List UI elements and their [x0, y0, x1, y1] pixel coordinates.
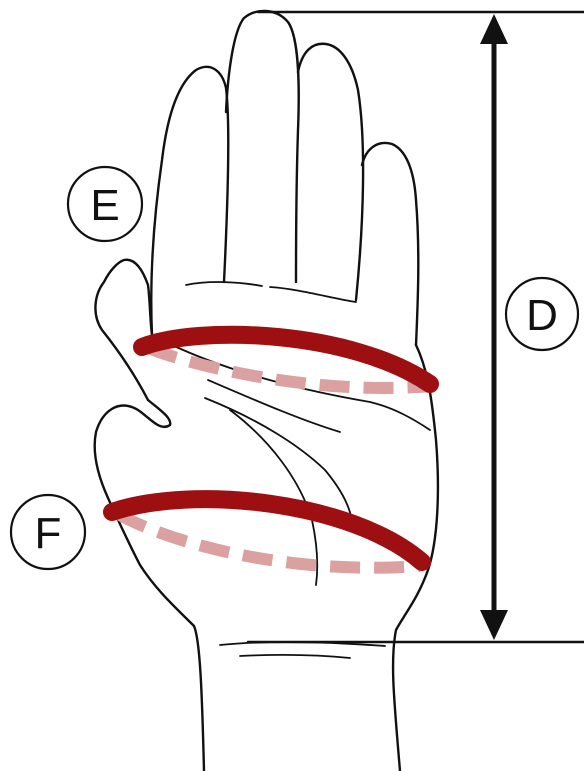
label-palm: E: [68, 167, 142, 241]
label-length: D: [506, 278, 578, 350]
arrow-down-icon: [480, 610, 508, 640]
label-e-text: E: [90, 181, 119, 230]
arrow-up-icon: [480, 14, 508, 44]
label-f-text: F: [35, 509, 62, 558]
label-wrist: F: [11, 495, 85, 569]
wrist-crease: [220, 642, 385, 658]
label-d-text: D: [526, 291, 558, 340]
wrist-measurement-band: [112, 499, 422, 568]
palm-measurement-band: [142, 335, 432, 388]
